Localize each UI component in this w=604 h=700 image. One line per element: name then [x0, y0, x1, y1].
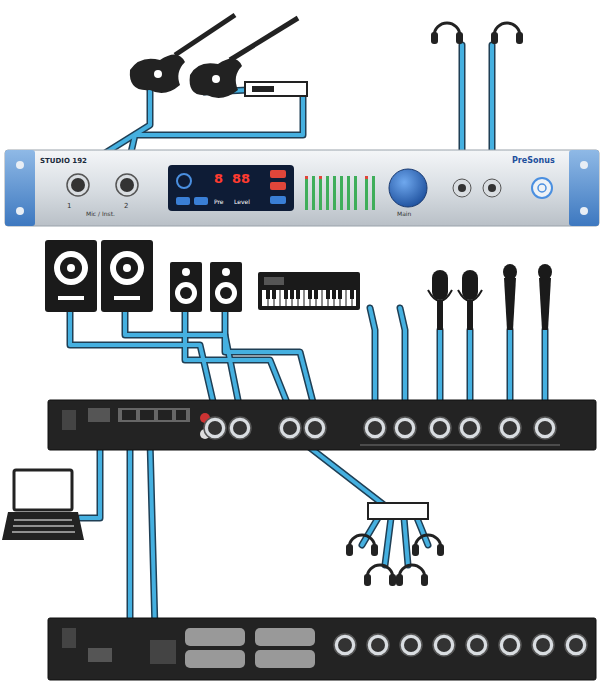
brand-name: PreSonus — [512, 157, 555, 165]
channel-number: 1 — [67, 203, 71, 210]
rear-panel — [48, 400, 596, 450]
cable — [385, 518, 391, 565]
channel-number: 2 — [124, 203, 128, 210]
cable — [385, 518, 391, 565]
effect-unit — [245, 82, 307, 96]
laptop-icon — [2, 470, 84, 540]
cable — [400, 308, 405, 415]
headphone-amp — [368, 503, 428, 519]
studio-monitor — [210, 262, 242, 312]
display-digit: 88 — [232, 172, 250, 185]
studio-monitor — [101, 240, 153, 312]
model-name: STUDIO 192 — [40, 158, 87, 165]
dynamic-mic — [503, 264, 517, 330]
cable — [128, 440, 132, 630]
condenser-mic — [458, 270, 482, 330]
cable — [362, 518, 378, 545]
cable — [225, 312, 315, 410]
cable — [185, 312, 290, 410]
cable — [370, 308, 375, 415]
cable — [370, 308, 375, 415]
display-label: Pre — [214, 199, 224, 205]
cable-group — [70, 45, 545, 630]
display-label: Level — [234, 199, 250, 205]
cable — [404, 518, 408, 565]
studio-monitor — [45, 240, 97, 312]
cable — [400, 308, 405, 415]
cable — [150, 440, 155, 630]
effect-display — [252, 86, 274, 92]
dynamic-mic — [538, 264, 552, 330]
guitar-icon — [130, 15, 235, 93]
knob-label: Main — [397, 211, 411, 217]
cable — [127, 440, 134, 630]
rear-panel — [48, 618, 596, 680]
display-digit: 8 — [214, 172, 223, 185]
cable — [404, 518, 408, 565]
condenser-mic — [428, 270, 452, 330]
cable — [150, 440, 155, 630]
keyboard-icon — [258, 272, 360, 310]
input-label: Mic / Inst. — [86, 211, 115, 217]
front-panel — [5, 150, 599, 226]
cable — [362, 518, 378, 545]
studio-monitor — [170, 262, 202, 312]
